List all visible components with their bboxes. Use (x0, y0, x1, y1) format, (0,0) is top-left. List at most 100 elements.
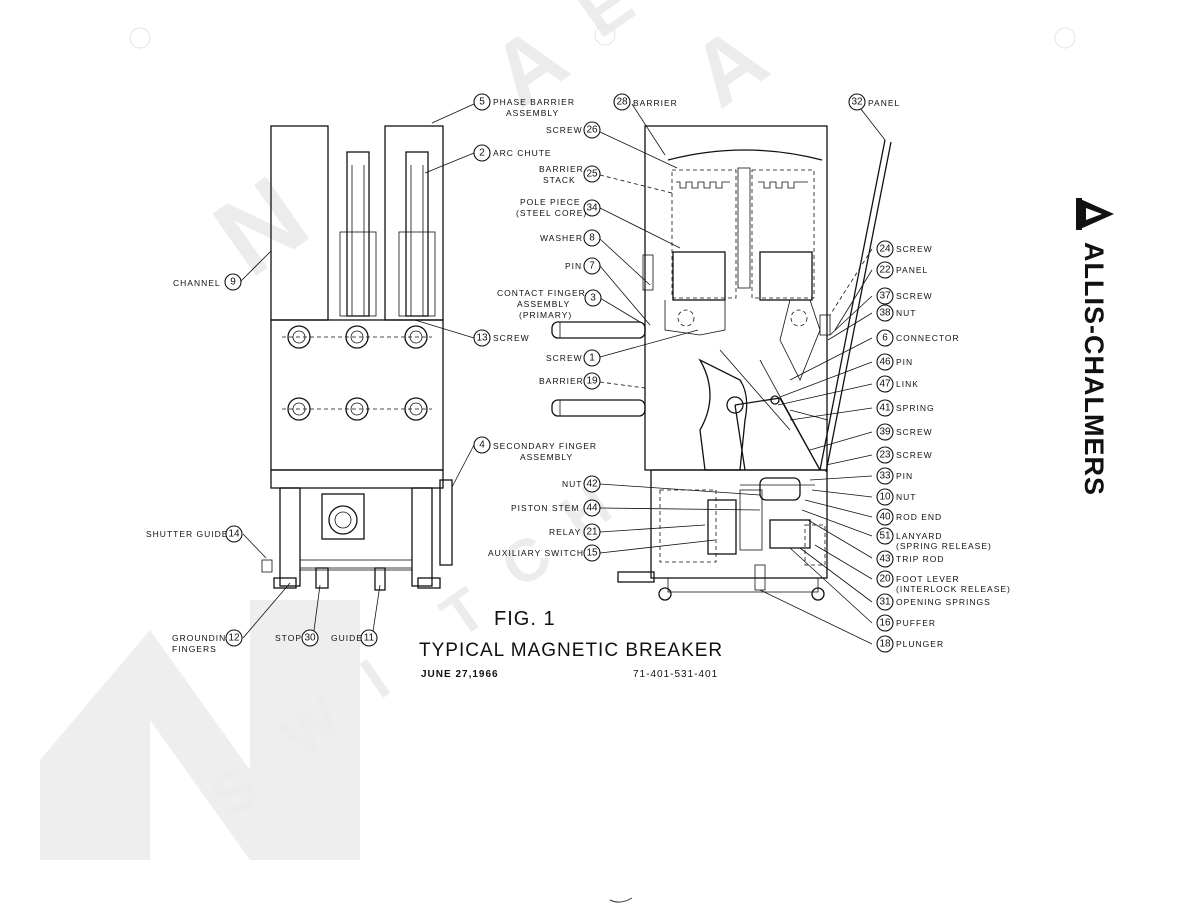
svg-text:16: 16 (879, 618, 891, 629)
primary-stabs (551, 321, 646, 417)
auxiliary-switch (707, 499, 737, 555)
callout-47: 47 LINK (876, 375, 918, 393)
svg-text:41: 41 (879, 403, 891, 414)
allis-chalmers-brand: ALLIS-CHALMERS (1076, 198, 1114, 496)
svg-text:4: 4 (479, 440, 485, 451)
figure-date: JUNE 27,1966 (421, 669, 499, 680)
callout-22: 22 PANEL (876, 261, 928, 279)
watermark-letter: A (674, 7, 785, 126)
svg-text:26: 26 (586, 125, 598, 136)
svg-text:NUT: NUT (896, 308, 916, 318)
callout-51: 51 LANYARD (SPRING RELEASE) (876, 527, 992, 551)
svg-text:STACK: STACK (543, 175, 576, 185)
guide-block (374, 567, 386, 591)
svg-text:ROD END: ROD END (896, 512, 942, 522)
svg-text:ARC CHUTE: ARC CHUTE (493, 148, 552, 158)
svg-text:7: 7 (589, 261, 595, 272)
callout-11: GUIDE 11 (331, 629, 378, 647)
svg-text:SCREW: SCREW (546, 125, 583, 135)
svg-text:15: 15 (586, 548, 598, 559)
svg-text:44: 44 (586, 503, 598, 514)
front-view-callouts: 5 PHASE BARRIER ASSEMBLY 2 ARC CHUTE CHA… (146, 93, 597, 654)
callout-13: 13 SCREW (473, 329, 530, 347)
svg-text:30: 30 (304, 633, 316, 644)
piston (759, 477, 801, 501)
svg-text:39: 39 (879, 427, 891, 438)
callout-19: BARRIER 19 (539, 372, 601, 390)
callout-6: 6 CONNECTOR (876, 329, 959, 347)
svg-text:20: 20 (879, 574, 891, 585)
callout-4: 4 SECONDARY FINGER ASSEMBLY (473, 436, 597, 462)
svg-text:(SPRING RELEASE): (SPRING RELEASE) (896, 541, 992, 551)
svg-text:SCREW: SCREW (493, 333, 530, 343)
svg-text:18: 18 (879, 639, 891, 650)
front-view (261, 125, 453, 591)
svg-text:OPENING SPRINGS: OPENING SPRINGS (896, 597, 991, 607)
callout-23: 23 SCREW (876, 446, 933, 464)
svg-text:12: 12 (228, 633, 240, 644)
pole-piece (672, 251, 726, 301)
svg-text:3: 3 (590, 293, 596, 304)
svg-text:PIN: PIN (896, 357, 913, 367)
svg-text:PHASE BARRIER: PHASE BARRIER (493, 97, 575, 107)
svg-text:BARRIER: BARRIER (633, 98, 678, 108)
svg-text:28: 28 (616, 97, 628, 108)
svg-text:STOP: STOP (275, 633, 302, 643)
svg-text:ASSEMBLY: ASSEMBLY (517, 299, 570, 309)
svg-text:38: 38 (879, 308, 891, 319)
svg-text:47: 47 (879, 379, 891, 390)
callout-21: RELAY 21 (549, 523, 601, 541)
phase-barrier-right (384, 125, 444, 321)
callout-14: SHUTTER GUIDE 14 (146, 525, 243, 543)
svg-text:PLUNGER: PLUNGER (896, 639, 944, 649)
callout-16: 16 PUFFER (876, 614, 936, 632)
callout-9: CHANNEL 9 (173, 273, 242, 291)
callout-26: SCREW 26 (546, 121, 601, 139)
svg-text:SECONDARY FINGER: SECONDARY FINGER (493, 441, 597, 451)
svg-text:24: 24 (879, 244, 891, 255)
secondary-finger-block (439, 479, 453, 566)
callout-5: 5 PHASE BARRIER ASSEMBLY (473, 93, 575, 118)
barrier-top (667, 149, 823, 161)
svg-text:PUFFER: PUFFER (896, 618, 936, 628)
svg-text:25: 25 (586, 169, 598, 180)
document-number: 71-401-531-401 (633, 669, 718, 680)
watermark-letter: E (564, 0, 647, 52)
svg-text:WASHER: WASHER (540, 233, 583, 243)
svg-text:5: 5 (479, 97, 485, 108)
svg-text:AUXILIARY SWITCH: AUXILIARY SWITCH (488, 548, 584, 558)
callout-25: BARRIER STACK 25 (539, 164, 601, 185)
svg-text:21: 21 (586, 527, 598, 538)
callout-32: 32 PANEL (848, 93, 900, 111)
svg-text:11: 11 (364, 633, 375, 644)
puffer-body (769, 519, 811, 549)
svg-text:SCREW: SCREW (546, 353, 583, 363)
svg-text:PANEL: PANEL (896, 265, 928, 275)
center-stack (737, 167, 751, 289)
svg-text:43: 43 (879, 554, 891, 565)
figure-number: FIG. 1 (494, 608, 556, 630)
svg-text:42: 42 (586, 479, 598, 490)
svg-text:SPRING: SPRING (896, 403, 935, 413)
callout-39: 39 SCREW (876, 423, 933, 441)
svg-text:PANEL: PANEL (868, 98, 900, 108)
svg-text:40: 40 (879, 512, 891, 523)
svg-text:13: 13 (476, 333, 488, 344)
svg-text:SHUTTER GUIDE: SHUTTER GUIDE (146, 529, 228, 539)
svg-text:46: 46 (879, 357, 891, 368)
operating-mechanism (698, 349, 829, 471)
arc-chute-right (405, 151, 429, 317)
svg-text:LANYARD: LANYARD (896, 531, 943, 541)
callout-40: 40 ROD END (876, 508, 942, 526)
callout-41: 41 SPRING (876, 399, 935, 417)
svg-text:SCREW: SCREW (896, 291, 933, 301)
watermark-logo-shape (40, 600, 360, 860)
svg-text:BARRIER: BARRIER (539, 164, 584, 174)
svg-text:2: 2 (479, 148, 485, 159)
svg-text:SCREW: SCREW (896, 427, 933, 437)
stop-block (315, 567, 329, 589)
svg-text:SCREW: SCREW (896, 450, 933, 460)
svg-text:31: 31 (879, 597, 891, 608)
callout-30: STOP 30 (275, 629, 319, 647)
